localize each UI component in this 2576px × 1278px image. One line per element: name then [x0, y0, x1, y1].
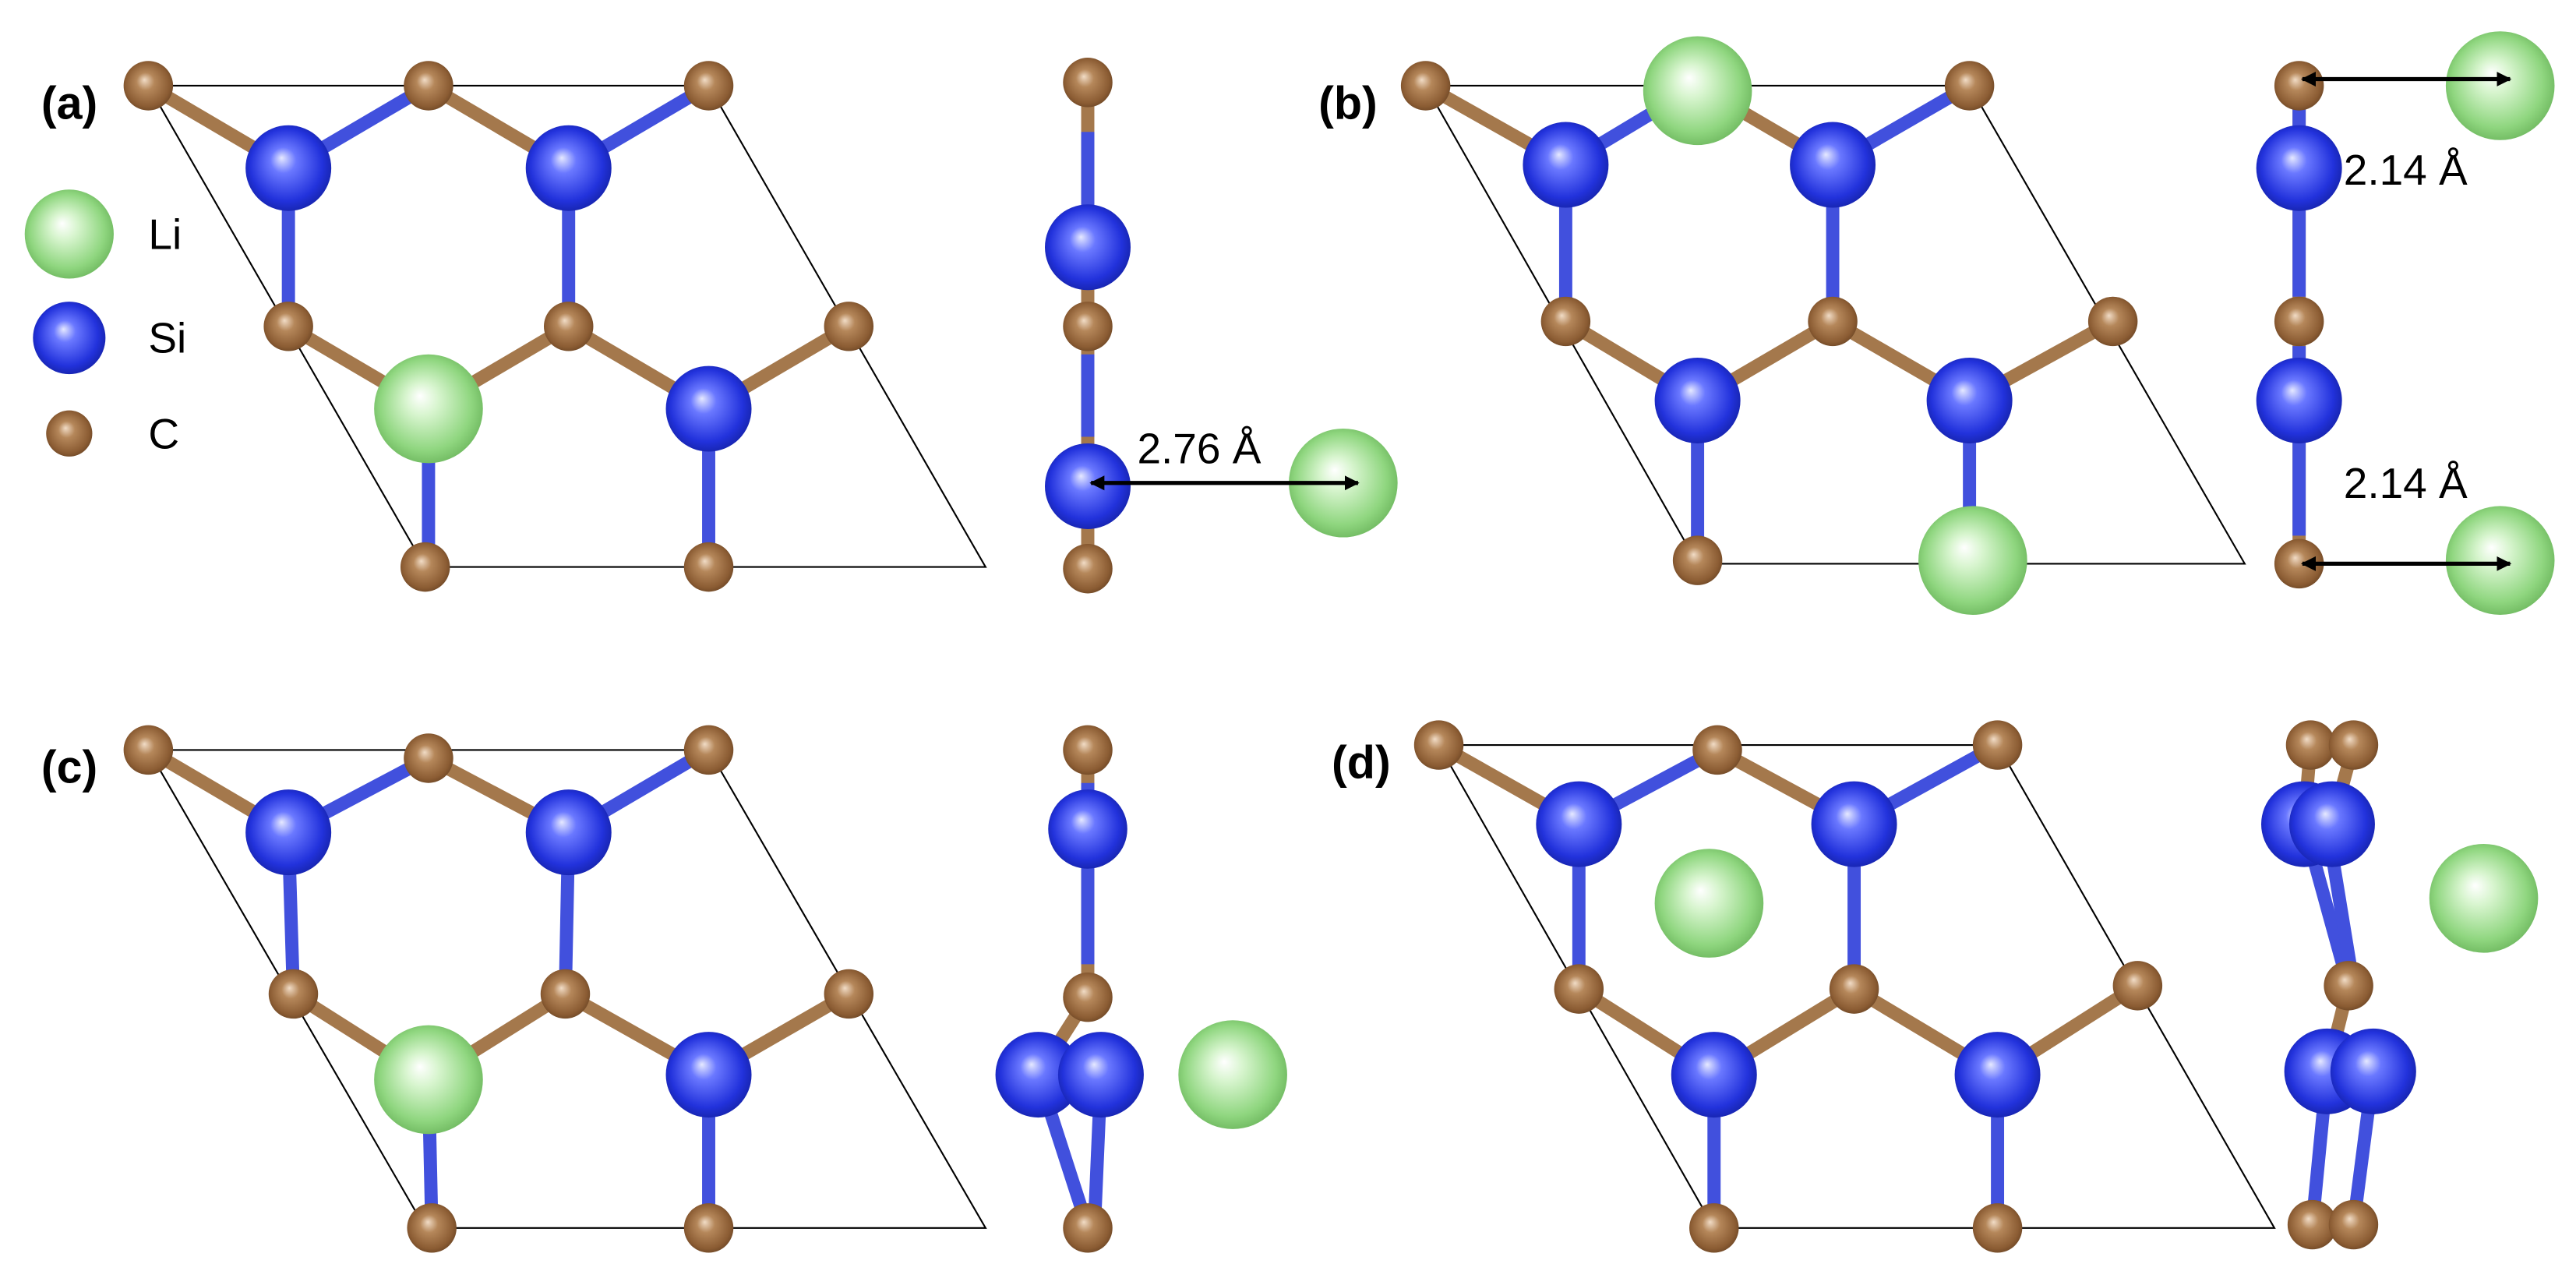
unit-cell	[1437, 743, 2276, 1229]
legend-item-li: Li	[24, 189, 182, 279]
panel-label: (a)	[41, 76, 97, 129]
svg-text:Si: Si	[148, 314, 186, 362]
atoms	[1400, 36, 2138, 615]
side-view-d	[2260, 720, 2539, 1250]
panel-label: (c)	[41, 741, 97, 793]
legend: Li Si C	[24, 189, 186, 457]
panel-a: (a) 2.76 Å	[41, 58, 1398, 594]
svg-text:C: C	[148, 409, 179, 457]
unit-cell	[1424, 84, 2246, 565]
atoms	[1413, 720, 2163, 1253]
distance-label: 2.76 Å	[1137, 424, 1261, 472]
panel-c: (c)	[41, 725, 1287, 1253]
svg-text:Li: Li	[148, 210, 182, 258]
panel-b: (b) 2.14 Å 2.14 Å	[1318, 31, 2555, 615]
side-view-a: 2.76 Å	[1045, 58, 1398, 594]
atoms	[123, 725, 874, 1253]
legend-item-c: C	[46, 409, 179, 457]
panel-label: (b)	[1318, 76, 1378, 129]
distance-label-top: 2.14 Å	[2344, 146, 2468, 194]
side-view-b: 2.14 Å 2.14 Å	[2256, 31, 2555, 615]
legend-item-si: Si	[33, 302, 186, 375]
panel-d: (d)	[1332, 720, 2539, 1253]
li-atom-icon	[24, 189, 114, 279]
si-atom-icon	[33, 302, 106, 375]
side-view-c	[995, 725, 1287, 1253]
panel-label: (d)	[1332, 736, 1391, 788]
atoms	[123, 61, 874, 592]
c-atom-icon	[46, 410, 93, 457]
distance-label-bottom: 2.14 Å	[2344, 459, 2468, 507]
unit-cell	[146, 84, 987, 568]
unit-cell	[146, 749, 987, 1229]
